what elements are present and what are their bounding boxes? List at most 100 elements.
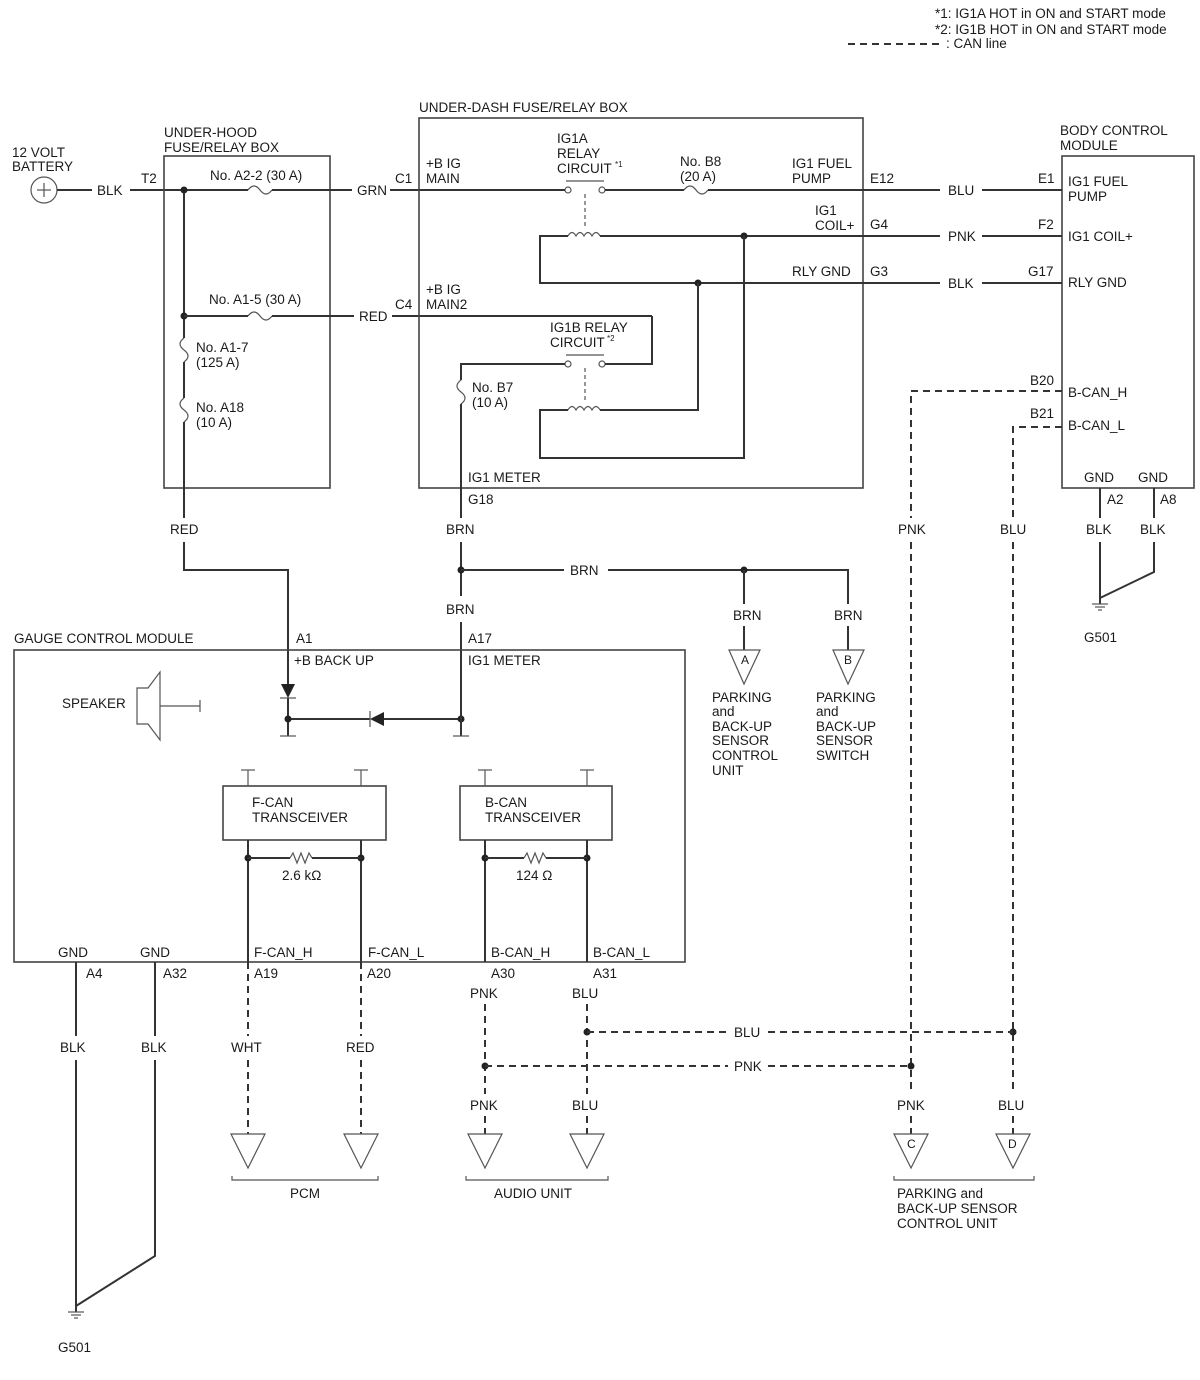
- parking-sensor-switch-b-label: PARKING and BACK-UP SENSOR SWITCH: [816, 690, 876, 763]
- fuse-b7-label-1: No. B7: [472, 380, 513, 395]
- terminal-g18: G18: [468, 492, 494, 507]
- ig1a-label-2: RELAY: [557, 146, 600, 161]
- wire-blu-audio: BLU: [572, 1098, 598, 1113]
- terminal-b21: B21: [1030, 406, 1054, 421]
- bcm-title-2: MODULE: [1060, 138, 1118, 153]
- terminal-a1: A1: [296, 631, 313, 646]
- ig1a-coil-icon: [567, 231, 601, 238]
- ig1b-relay-switch-icon: [564, 354, 606, 368]
- connector-a: BRN A: [728, 608, 762, 686]
- ig1a-label-3: CIRCUIT: [557, 161, 612, 176]
- wire-blk-a32: BLK: [141, 1040, 167, 1055]
- svg-text:and: and: [712, 704, 735, 719]
- fuse-a18-label-1: No. A18: [196, 400, 244, 415]
- connector-c-label: C: [907, 1137, 916, 1151]
- terminal-g4: G4: [870, 217, 889, 232]
- wire-grn: GRN: [357, 183, 387, 198]
- gcm-gnd-label-1: GND: [58, 945, 88, 960]
- ground-g501-bottom-icon: [68, 1306, 84, 1319]
- fuse-a1-7-icon: [179, 337, 189, 363]
- audio-unit-label: AUDIO UNIT: [494, 1186, 572, 1201]
- terminal-b20: B20: [1030, 373, 1054, 388]
- terminal-a30: A30: [491, 966, 515, 981]
- ig1-meter-label-udb: IG1 METER: [468, 470, 541, 485]
- legend: *1: IG1A HOT in ON and START mode *2: IG…: [848, 6, 1167, 51]
- pcm-connector-2-icon: [343, 1133, 379, 1170]
- fuse-b7-icon: [456, 379, 466, 405]
- terminal-a8: A8: [1160, 492, 1177, 507]
- wire-blu-d: BLU: [998, 1098, 1024, 1113]
- bcm-gnd-label-1: GND: [1084, 470, 1114, 485]
- svg-text:and: and: [816, 704, 839, 719]
- ig1-fuel-pump-label-2: PUMP: [792, 171, 831, 186]
- svg-text:BACK-UP: BACK-UP: [816, 719, 876, 734]
- parking-unit-cd-label-2: BACK-UP SENSOR: [897, 1201, 1018, 1216]
- connector-a-label: A: [741, 653, 749, 667]
- terminal-a31: A31: [593, 966, 617, 981]
- bcm-title-1: BODY CONTROL: [1060, 123, 1168, 138]
- under-dash-fuse-box: UNDER-DASH FUSE/RELAY BOX +B IG MAIN +B …: [418, 100, 940, 716]
- bcm-coil-label: IG1 COIL+: [1068, 229, 1133, 244]
- fuse-b8-label-2: (20 A): [680, 169, 716, 184]
- terminal-e12: E12: [870, 171, 894, 186]
- ground-g501-top-icon: [1092, 598, 1108, 611]
- connector-c-icon: [893, 1133, 929, 1170]
- terminal-a19: A19: [254, 966, 278, 981]
- gcm-bcan-h-label: B-CAN_H: [491, 945, 550, 960]
- terminal-t2: T2: [141, 171, 157, 186]
- pcm-label: PCM: [290, 1186, 320, 1201]
- terminal-a4: A4: [86, 966, 103, 981]
- bcm-gnd-label-2: GND: [1138, 470, 1168, 485]
- gauge-control-module: GAUGE CONTROL MODULE A1 +B BACK UP A17 I…: [13, 631, 686, 981]
- svg-text:PARKING: PARKING: [712, 690, 772, 705]
- fuse-a2-2-icon: [247, 185, 273, 195]
- terminal-g17: G17: [1028, 264, 1054, 279]
- bcan-transceiver-box: [459, 785, 613, 841]
- fuse-a1-7-label-2: (125 A): [196, 355, 240, 370]
- fuse-b8-icon: [683, 185, 709, 195]
- wire-brn-branch: BRN: [570, 563, 599, 578]
- gcm-fcan-h-label: F-CAN_H: [254, 945, 313, 960]
- parking-unit-cd-label-1: PARKING and: [897, 1186, 983, 1201]
- fuse-a2-2-label: No. A2-2 (30 A): [210, 168, 302, 183]
- rly-gnd-label: RLY GND: [792, 264, 851, 279]
- wire-red-down: RED: [170, 522, 199, 537]
- bcm-rly-gnd-label: RLY GND: [1068, 275, 1127, 290]
- wire-blk-g3: BLK: [948, 276, 974, 291]
- speaker-icon: [136, 670, 201, 742]
- wire-blk-a2: BLK: [1086, 522, 1112, 537]
- terminal-c4: C4: [395, 297, 413, 312]
- ig1-coil-label-2: COIL+: [815, 218, 855, 233]
- wire-blu-e12: BLU: [948, 183, 974, 198]
- svg-text:SWITCH: SWITCH: [816, 748, 869, 763]
- battery-label-1: 12 VOLT: [12, 145, 65, 160]
- gcm-ig1-meter-label: IG1 METER: [468, 653, 541, 668]
- ground-g501-bottom-label: G501: [58, 1340, 91, 1355]
- wire-blk-a4: BLK: [60, 1040, 86, 1055]
- ig1-fuel-pump-label-1: IG1 FUEL: [792, 156, 853, 171]
- gcm-ground-wires: BLK BLK G501: [58, 962, 167, 1355]
- speaker-label: SPEAKER: [62, 696, 126, 711]
- wire-blu-b21: BLU: [1000, 522, 1026, 537]
- terminal-f2: F2: [1038, 217, 1054, 232]
- fuse-a1-5-label: No. A1-5 (30 A): [209, 292, 301, 307]
- bcan-lines-bcm: PNK BLU: [898, 390, 1062, 1094]
- under-hood-title-2: FUSE/RELAY BOX: [164, 140, 279, 155]
- connector-d-icon: [995, 1133, 1031, 1170]
- ig1-coil-label-1: IG1: [815, 203, 837, 218]
- gcm-b-backup-label: +B BACK UP: [294, 653, 374, 668]
- fuse-a18-icon: [179, 397, 189, 423]
- wire-pnk-audio: PNK: [470, 1098, 498, 1113]
- fuse-a18-label-2: (10 A): [196, 415, 232, 430]
- b-ig-main2-label-1: +B IG: [426, 282, 461, 297]
- connector-b: BRN B: [832, 608, 865, 686]
- wire-blk-battery: BLK: [97, 183, 123, 198]
- parking-sensor-unit-a-label: PARKING and BACK-UP SENSOR CONTROL UNIT: [712, 690, 778, 778]
- terminal-a20: A20: [367, 966, 391, 981]
- resistor-2-6k-label: 2.6 kΩ: [282, 868, 321, 883]
- wire-pnk-g4: PNK: [948, 229, 976, 244]
- under-hood-title-1: UNDER-HOOD: [164, 125, 257, 140]
- fcan-label-2: TRANSCEIVER: [252, 810, 348, 825]
- wire-brn-b: BRN: [834, 608, 863, 623]
